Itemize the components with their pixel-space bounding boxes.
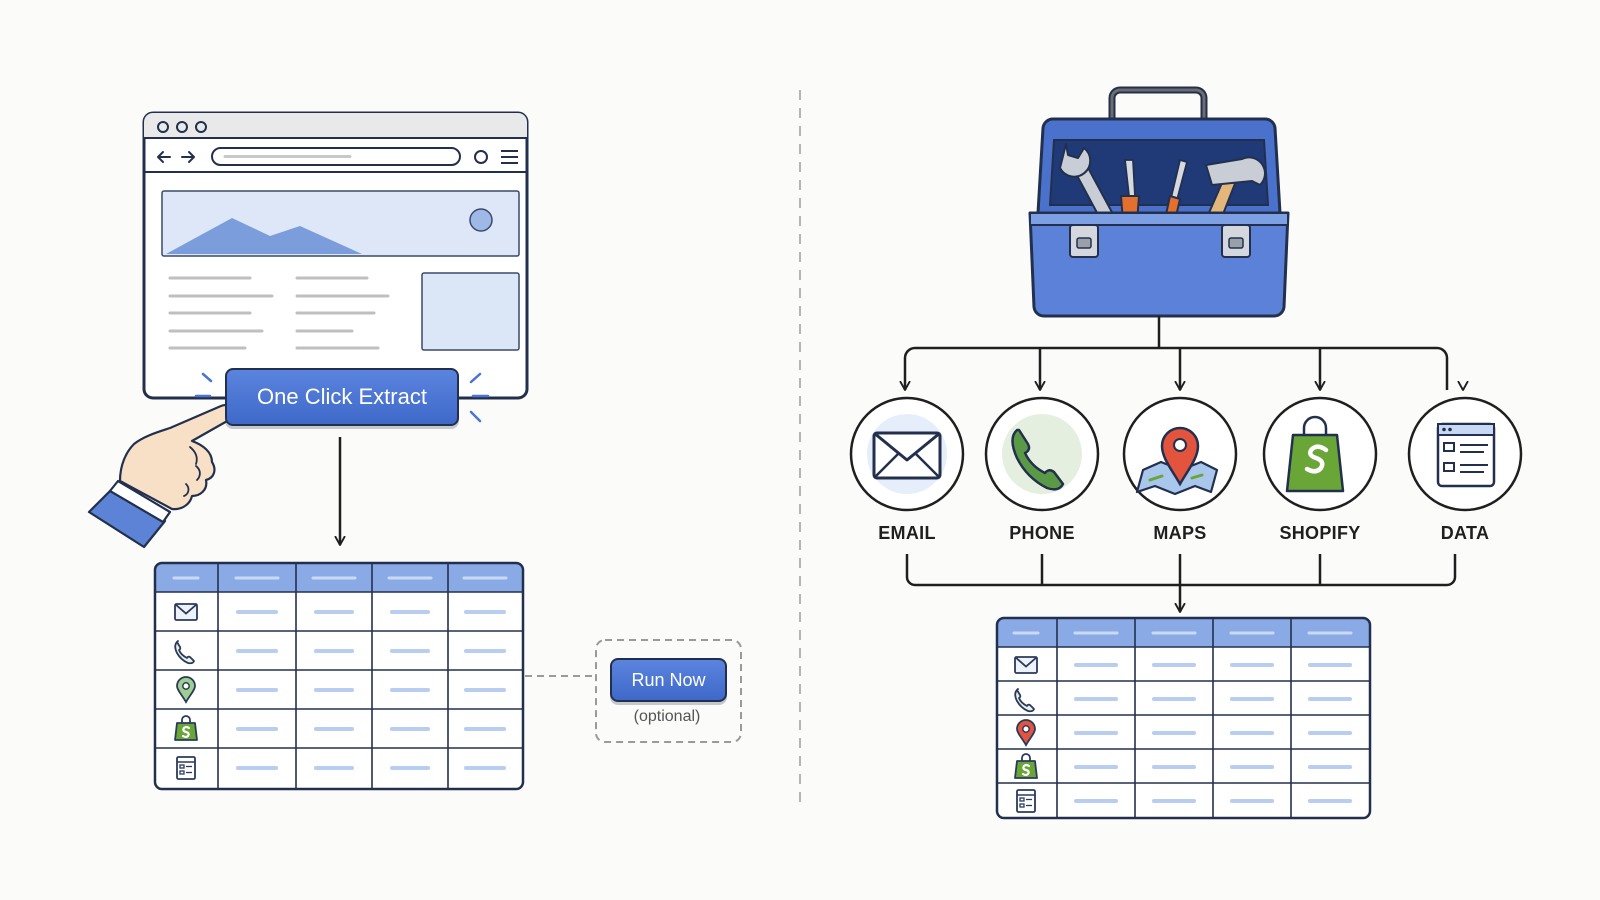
envelope-icon xyxy=(872,431,942,480)
optional-run-box xyxy=(595,639,742,743)
tool-label-email: EMAIL xyxy=(878,523,936,543)
tool-circle-email xyxy=(849,396,965,512)
data-sheet-icon xyxy=(176,756,196,780)
tool-label-data: DATA xyxy=(1440,523,1490,543)
tool-label-maps: MAPS xyxy=(1153,523,1207,543)
run-now-button[interactable]: Run Now xyxy=(610,658,727,702)
shopify-bag-icon xyxy=(1285,415,1345,493)
button-sparkles xyxy=(194,372,490,423)
optional-note: (optional) xyxy=(633,708,701,725)
map-pin-icon xyxy=(1135,426,1219,496)
merge-connector-bottom xyxy=(905,554,1457,613)
branch-connector-top xyxy=(903,316,1449,390)
one-click-extract-button[interactable]: One Click Extract xyxy=(225,368,459,426)
result-table-left xyxy=(153,561,525,791)
data-sheet-icon xyxy=(1016,789,1036,813)
pointing-hand-icon xyxy=(87,404,234,549)
envelope-icon xyxy=(1014,656,1038,674)
tool-circle-data xyxy=(1407,396,1523,512)
browser-window xyxy=(142,111,529,400)
phone-icon xyxy=(1011,428,1065,491)
tool-circle-shopify xyxy=(1262,396,1378,512)
envelope-icon xyxy=(174,603,198,621)
tool-circle-maps xyxy=(1122,396,1238,512)
data-sheet-icon xyxy=(1436,422,1496,488)
toolbox-icon xyxy=(1028,86,1290,318)
tool-label-phone: PHONE xyxy=(1009,523,1075,543)
tool-label-shopify: SHOPIFY xyxy=(1279,523,1361,543)
tool-circle-phone xyxy=(984,396,1100,512)
result-table-right xyxy=(995,616,1372,820)
